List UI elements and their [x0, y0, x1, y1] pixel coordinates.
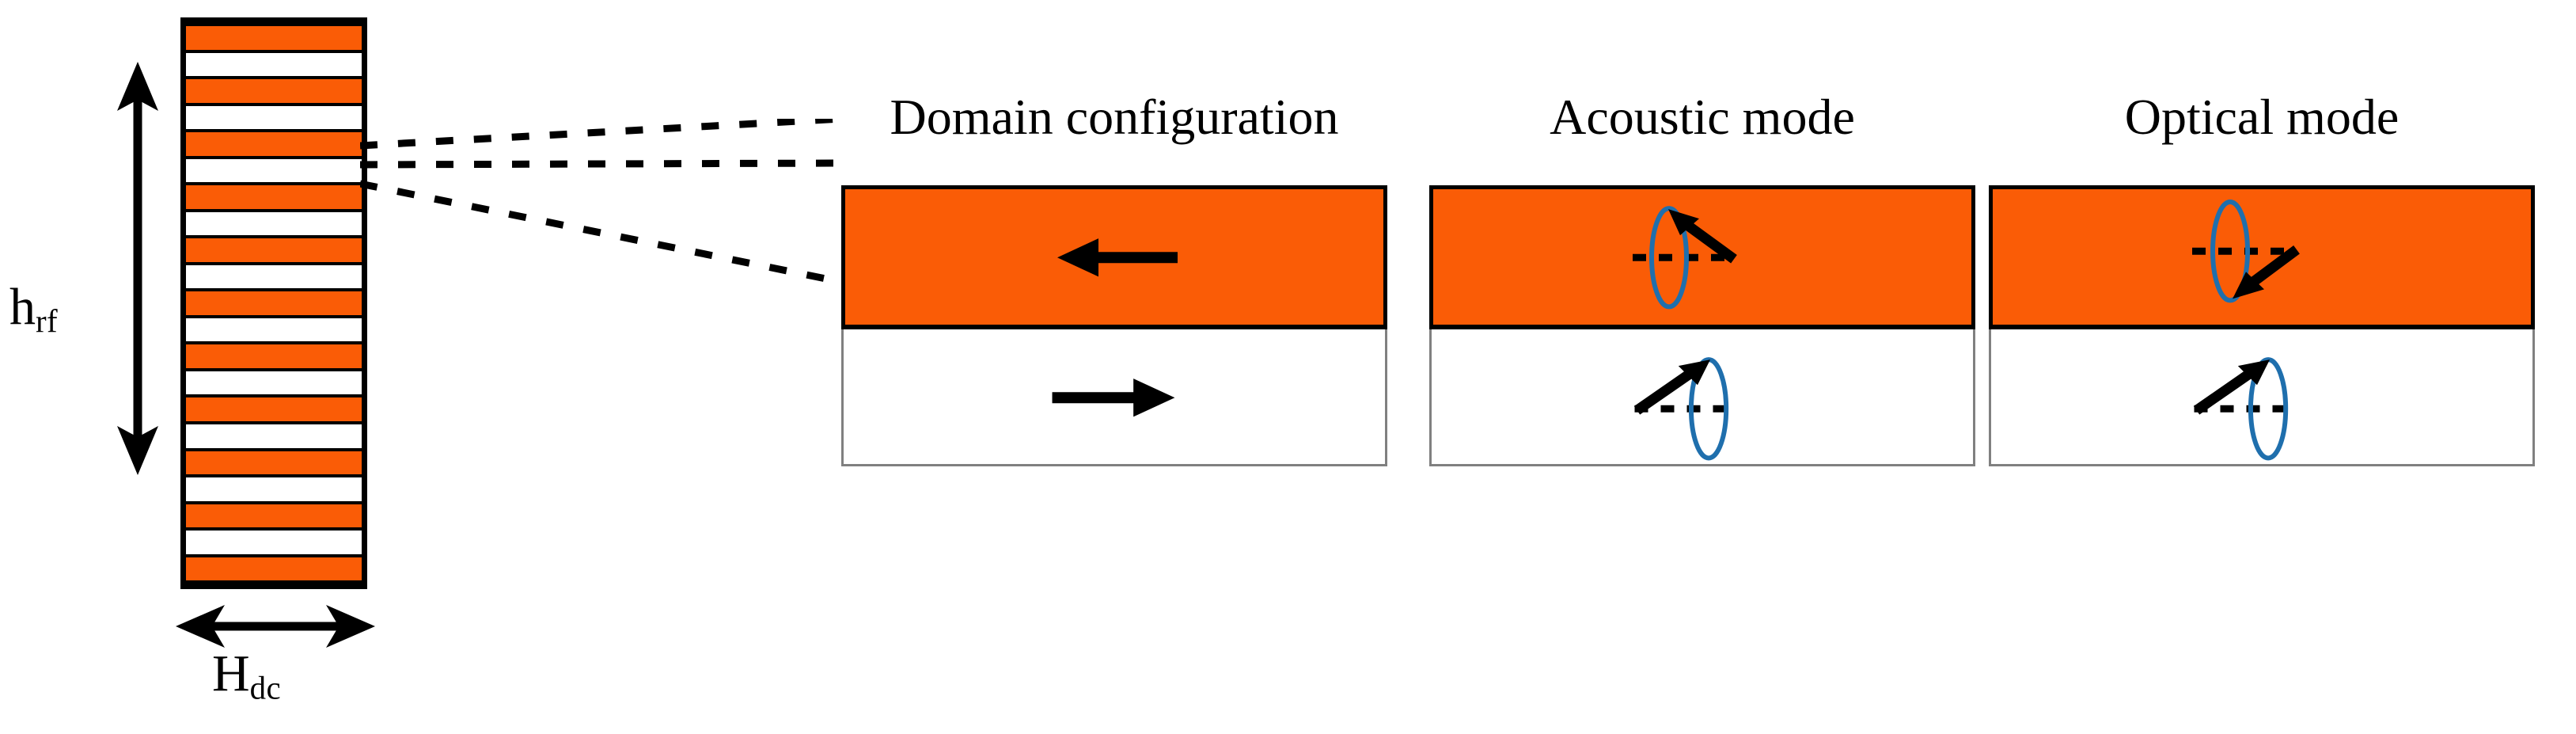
panel-title-acoustic-mode: Acoustic mode [1550, 89, 1855, 145]
leader-line-bottom [360, 180, 842, 286]
panel-box-domain-configuration [841, 185, 1387, 466]
stack-layer [186, 318, 362, 342]
acoustic-bottom-precession [1432, 329, 1973, 465]
stack-layer [186, 288, 362, 318]
panel-title-domain-configuration: Domain configuration [890, 89, 1339, 145]
hdc-double-arrow-icon [176, 605, 375, 648]
stack-layer [186, 500, 362, 531]
multilayer-stack [180, 17, 367, 589]
panel-domain-configuration: Domain configuration [841, 92, 1387, 466]
acoustic-bottom-layer [1429, 329, 1975, 466]
hdc-subscript: dc [249, 670, 282, 706]
stack-layer [186, 52, 362, 77]
hdc-base: H [212, 645, 250, 702]
stack-layer [186, 371, 362, 395]
precession-cone-icon [2251, 359, 2286, 458]
domain-bottom-layer [841, 329, 1387, 466]
panel-acoustic-mode: Acoustic mode [1429, 92, 1975, 466]
stack-layer [186, 477, 362, 501]
precession-cone-icon [1652, 208, 1686, 306]
stack-layer [186, 341, 362, 371]
stack-layer [186, 182, 362, 212]
stack-layer [186, 105, 362, 130]
leader-line-middle [360, 159, 842, 169]
hrf-base: h [9, 278, 36, 336]
panel-box-acoustic-mode [1429, 185, 1975, 466]
hrf-double-arrow-icon [117, 62, 158, 475]
arrow-right-icon [844, 378, 1175, 416]
stack-layer [186, 158, 362, 183]
stack-layer [186, 447, 362, 478]
hdc-label: Hdc [212, 648, 281, 705]
stack-layer [186, 264, 362, 289]
zoom-callout-dashed-lines [360, 119, 842, 286]
panel-title-optical-mode: Optical mode [2124, 89, 2400, 145]
stack-layer [186, 424, 362, 448]
stack-layer [186, 76, 362, 106]
stack-outline [180, 17, 367, 589]
stack-layer [186, 211, 362, 236]
hrf-label: hrf [9, 281, 58, 339]
acoustic-top-layer [1429, 185, 1975, 329]
stack-layer [186, 531, 362, 554]
optical-top-layer [1989, 185, 2535, 329]
stack-layer [186, 129, 362, 159]
optical-top-precession [1993, 189, 2531, 325]
stack-layer [186, 235, 362, 265]
leader-line-top [360, 119, 842, 150]
stack-layer [186, 553, 362, 584]
optical-bottom-layer [1989, 329, 2535, 466]
stack-layer [186, 394, 362, 424]
precession-cone-icon [2213, 202, 2248, 300]
panel-box-optical-mode [1989, 185, 2535, 466]
acoustic-top-precession [1433, 189, 1971, 325]
panel-optical-mode: Optical mode [1989, 92, 2535, 466]
hrf-subscript: rf [36, 303, 59, 340]
precession-cone-icon [1691, 359, 1726, 458]
domain-top-layer [841, 185, 1387, 329]
stack-layer [186, 23, 362, 53]
optical-bottom-precession [1991, 329, 2532, 465]
arrow-left-icon [1057, 238, 1383, 277]
